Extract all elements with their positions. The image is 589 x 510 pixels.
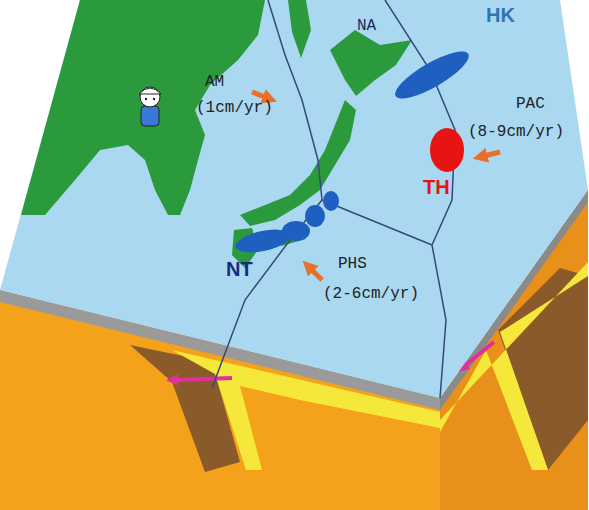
plate-boundary bbox=[212, 0, 455, 398]
source-region bbox=[323, 191, 339, 211]
plate-name: AM bbox=[205, 74, 224, 92]
source-region bbox=[282, 221, 310, 241]
cartoon-person bbox=[139, 87, 161, 126]
source-region bbox=[390, 44, 475, 107]
region-name: HK bbox=[486, 4, 515, 26]
rate-label: (8-9cm/yr) bbox=[468, 124, 564, 142]
plate-name: PHS bbox=[338, 256, 367, 274]
region-name: NT bbox=[226, 258, 253, 280]
rate-label: (1cm/yr) bbox=[196, 100, 273, 118]
ocean bbox=[0, 0, 588, 398]
plate-name: NA bbox=[357, 18, 376, 36]
rate-label: (2-6cm/yr) bbox=[323, 286, 419, 304]
plate-name: PAC bbox=[516, 96, 545, 114]
source-region bbox=[430, 128, 464, 172]
source-region bbox=[305, 205, 325, 227]
plate-arrow bbox=[252, 92, 500, 280]
region-name: TH bbox=[423, 176, 450, 198]
land bbox=[288, 0, 311, 58]
motion-arrow bbox=[172, 378, 232, 380]
